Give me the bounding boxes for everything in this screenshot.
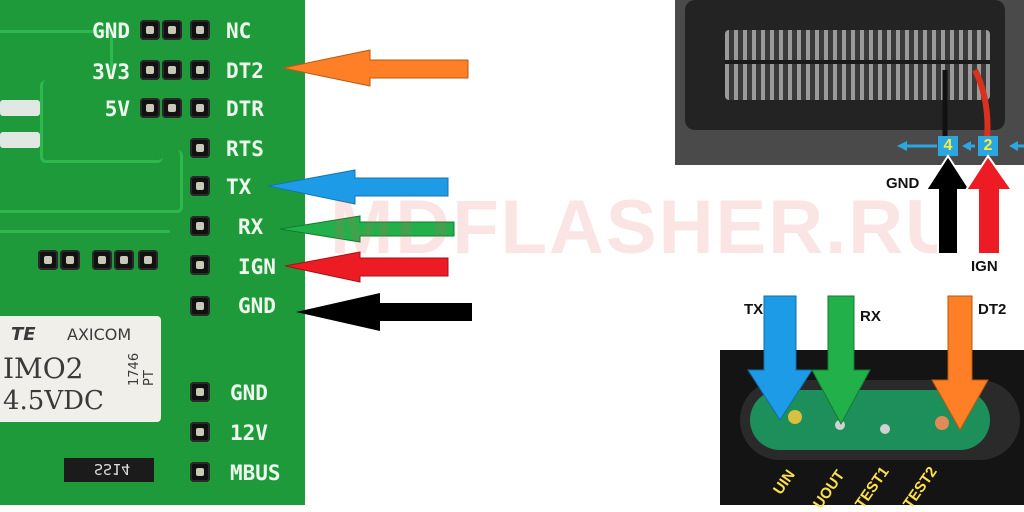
jumper-pin: [140, 20, 160, 40]
header-pin: [190, 296, 210, 316]
arrow-down-icon: [931, 295, 989, 432]
jumper-pin: [140, 98, 160, 118]
connector-arrows: [924, 154, 1014, 255]
arrow-left-icon: [284, 251, 449, 283]
header-pin: [190, 138, 210, 158]
label-nc: NC: [226, 19, 252, 43]
relay-voltage: 4.5VDC: [3, 386, 104, 416]
jumper-pin: [162, 98, 182, 118]
header-pin: [190, 60, 210, 80]
pad: [788, 410, 802, 424]
relay: TE AXICOM IMO2 4.5VDC 1746 PT: [0, 316, 161, 422]
diode: SS14: [64, 458, 154, 482]
pad: [880, 424, 890, 434]
header-pin: [190, 462, 210, 482]
jumper-pin: [114, 250, 134, 270]
pcb-trace: [0, 150, 183, 213]
arrow-left-icon: [279, 215, 455, 243]
pad: [835, 420, 845, 430]
relay-brand: TE: [11, 324, 36, 345]
jumper-pin: [60, 250, 80, 270]
arrow-left-icon: [296, 293, 472, 331]
jumper-pin: [92, 250, 112, 270]
relay-brand2: AXICOM: [67, 325, 132, 344]
pcb-trace: [40, 80, 163, 163]
label-dtr: DTR: [226, 97, 264, 121]
jumper-pin: [38, 250, 58, 270]
header-pin: [190, 382, 210, 402]
header-pin: [190, 216, 210, 236]
header-pin: [190, 98, 210, 118]
label-rts: RTS: [226, 137, 264, 161]
label-slot-dt2: DT2: [978, 301, 1007, 318]
label-5v: 5V: [104, 97, 130, 121]
pcb-board: GND 3V3 5V NC DT2 DTR RTS TX RX IGN GND …: [0, 0, 305, 505]
jumper-pin: [140, 60, 160, 80]
header-pin: [190, 20, 210, 40]
header-pin: [190, 255, 210, 275]
arrow-down-icon: [747, 295, 813, 421]
led: [0, 100, 40, 116]
arrow-up-icon: [924, 154, 972, 255]
jumper-pin: [138, 250, 158, 270]
label-connector-gnd: GND: [886, 175, 920, 192]
arrow-left-icon: [267, 169, 449, 205]
slot-arrows: [747, 295, 989, 432]
label-dt2: DT2: [226, 59, 264, 83]
label-gnd-lower: GND: [230, 381, 268, 405]
label-rx: RX: [238, 215, 264, 239]
label-mbus: MBUS: [230, 461, 281, 485]
label-slot-tx: TX: [744, 301, 764, 318]
label-3v3: 3V3: [92, 60, 130, 84]
watermark: MDFLASHER.RU: [330, 185, 962, 270]
label-tx: TX: [226, 175, 252, 199]
pin-badge-2: 2: [978, 136, 998, 156]
header-pin: [190, 422, 210, 442]
connector-rib: [725, 60, 990, 64]
pad: [935, 416, 949, 430]
label-connector-ign: IGN: [971, 258, 998, 275]
connector-wires: [897, 68, 1024, 151]
pcb-trace: [0, 30, 113, 73]
label-gnd-left: GND: [92, 19, 130, 43]
label-slot-rx: RX: [860, 308, 881, 325]
arrow-left-icon: [282, 49, 469, 87]
jumper-pin: [162, 60, 182, 80]
pcb-trace: [0, 230, 170, 233]
label-12v: 12V: [230, 421, 268, 445]
label-gnd: GND: [238, 294, 276, 318]
jumper-pin: [162, 20, 182, 40]
label-ign: IGN: [238, 255, 276, 279]
header-pin: [190, 176, 210, 196]
led: [0, 132, 40, 148]
arrow-down-icon: [811, 295, 871, 426]
pin-badge-4: 4: [938, 136, 958, 156]
arrow-up-icon: [964, 154, 1014, 255]
relay-model: IMO2: [3, 352, 84, 385]
ecu-connector: [675, 0, 1024, 165]
